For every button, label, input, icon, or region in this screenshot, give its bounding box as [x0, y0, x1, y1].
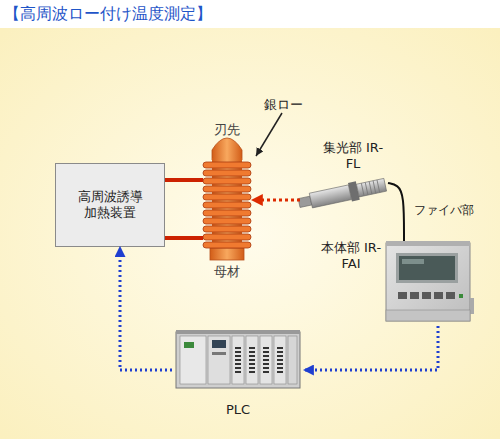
node-label: 刃先 [192, 122, 262, 138]
sensor-rear [356, 178, 386, 197]
sensor-body [309, 185, 351, 208]
screen [399, 256, 455, 280]
blade-tip [212, 138, 242, 160]
device-base [386, 310, 470, 321]
node-label: 集光部 IR-FL [322, 140, 384, 171]
cpu-module [208, 336, 230, 384]
power-module [180, 336, 206, 384]
coil-turn [203, 186, 251, 192]
cpu-slot [212, 352, 226, 355]
signal-arrow [304, 326, 438, 370]
connector-label: ファイバ部 [410, 203, 478, 217]
terminal-blocks [235, 348, 283, 372]
node-label: 高周波誘導 加熱装置 [56, 164, 164, 246]
base-metal [210, 248, 244, 260]
screen-bezel [396, 253, 458, 283]
panel-background [0, 28, 500, 439]
workpiece: 刃先母材 [200, 120, 254, 282]
controller-unit: 本体部 IR-FAI [318, 238, 474, 326]
coil-turn [203, 234, 251, 240]
plc-rail [176, 330, 300, 334]
knurl-lines [361, 180, 379, 196]
coil-turn [203, 210, 251, 216]
leader-line [256, 113, 282, 156]
coil-turn [203, 194, 251, 200]
plc-illustration [176, 330, 300, 388]
plc-base [176, 332, 300, 388]
sensor-nose [298, 196, 312, 207]
node-label: PLC [172, 402, 304, 418]
plc-unit: PLC [172, 328, 304, 423]
coil-turn [203, 178, 251, 184]
button [446, 292, 455, 299]
coil-turn [203, 226, 251, 232]
coil-wire [165, 180, 203, 238]
part-label: 銀ロー [258, 97, 308, 113]
diagram-title: 【高周波ロー付け温度測定】 [4, 4, 212, 25]
signal-arrow [120, 247, 172, 370]
device-top [386, 241, 470, 246]
end-plate [288, 336, 297, 384]
measurement-arrow [252, 199, 300, 202]
coil-turn [203, 242, 251, 248]
button [398, 292, 407, 299]
mount-tab [470, 298, 474, 314]
coil-turn [203, 170, 251, 176]
coil-turn [203, 218, 251, 224]
button [422, 292, 431, 299]
coil-turn [203, 202, 251, 208]
fiber-cable [388, 183, 404, 241]
power-led [184, 342, 194, 348]
cpu-display [212, 340, 226, 348]
sensor-illustration [297, 175, 387, 212]
status-led [459, 294, 463, 298]
screen-segment [402, 259, 424, 264]
button [434, 292, 443, 299]
process-box: 高周波誘導 加熱装置 [55, 163, 165, 247]
controller-illustration [386, 241, 474, 321]
device-body [386, 243, 470, 321]
workpiece-illustration [203, 138, 251, 260]
node-label: 本体部 IR-FAI [320, 240, 382, 271]
node-label: 母材 [192, 264, 262, 280]
button [410, 292, 419, 299]
coil-turn [203, 162, 251, 168]
sensor-head: 集光部 IR-FL [298, 140, 390, 208]
